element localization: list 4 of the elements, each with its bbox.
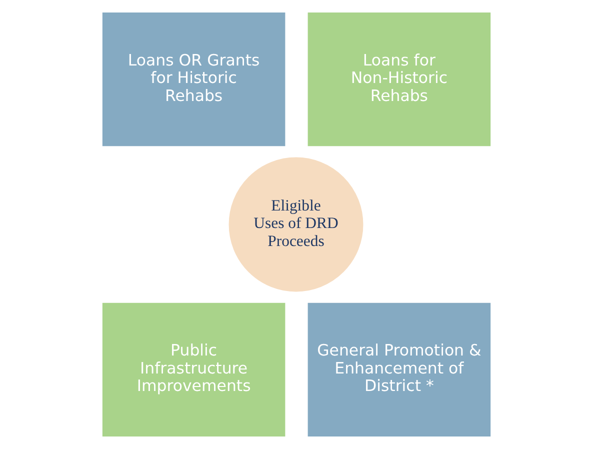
node-box: Public Infrastructure Improvements — [100, 302, 286, 438]
node-box: Loans OR Grants for Historic Rehabs — [100, 12, 286, 148]
node-box: Loans for Non-Historic Rehabs — [306, 12, 492, 148]
node-box: General Promotion & Enhancement of District * — [306, 302, 492, 438]
